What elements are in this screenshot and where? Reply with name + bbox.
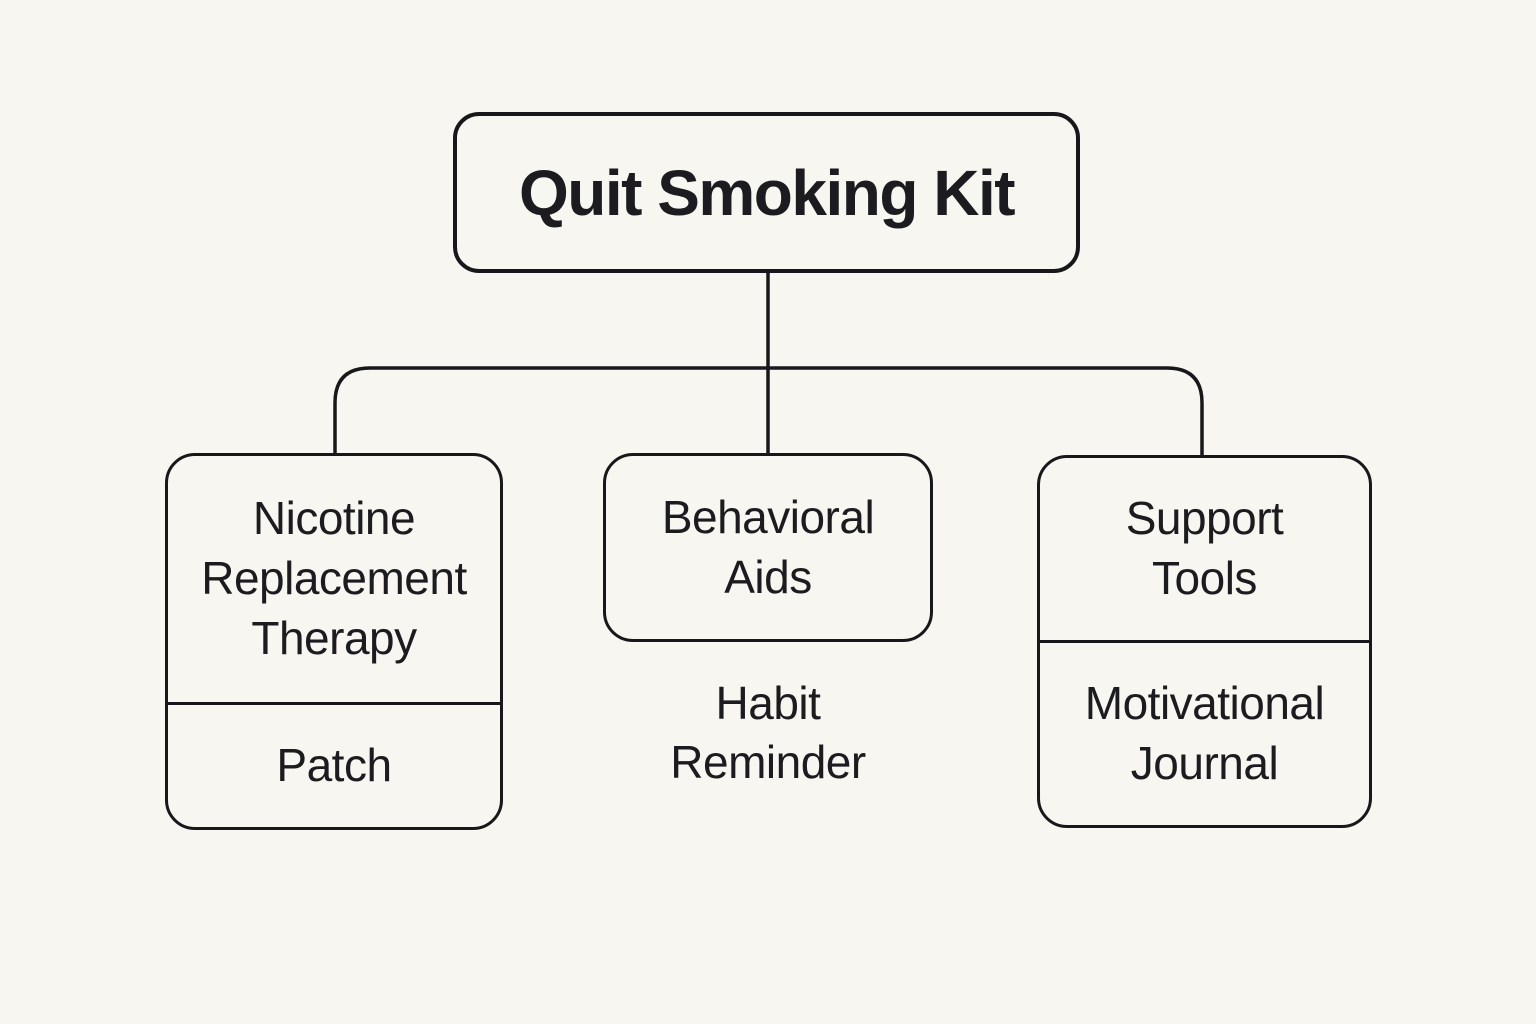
node-behavioral-aids: Behavioral Aids <box>603 453 933 642</box>
node-label-nicotine-replacement-therapy: Nicotine Replacement Therapy <box>201 492 467 664</box>
node-title-section: Nicotine Replacement Therapy <box>168 456 500 702</box>
item-label-patch: Patch <box>276 739 392 792</box>
node-label-behavioral-aids: Behavioral Aids <box>661 490 875 603</box>
node-support-tools: Support Tools Motivational Journal <box>1037 455 1372 828</box>
node-item-section: Motivational Journal <box>1040 640 1369 825</box>
node-item-section: Patch <box>168 702 500 827</box>
node-nicotine-replacement-therapy: Nicotine Replacement Therapy Patch <box>165 453 503 830</box>
connector-trunk <box>333 366 1204 458</box>
node-quit-smoking-kit: Quit Smoking Kit <box>453 112 1080 273</box>
node-title-section: Behavioral Aids <box>606 456 930 639</box>
node-title-section: Support Tools <box>1040 458 1369 640</box>
item-label-habit-reminder: Habit Reminder <box>670 677 866 788</box>
node-label-support-tools: Support Tools <box>1125 492 1284 604</box>
item-label-motivational-journal: Motivational Journal <box>1084 677 1325 789</box>
node-label-quit-smoking-kit: Quit Smoking Kit <box>518 156 1016 229</box>
